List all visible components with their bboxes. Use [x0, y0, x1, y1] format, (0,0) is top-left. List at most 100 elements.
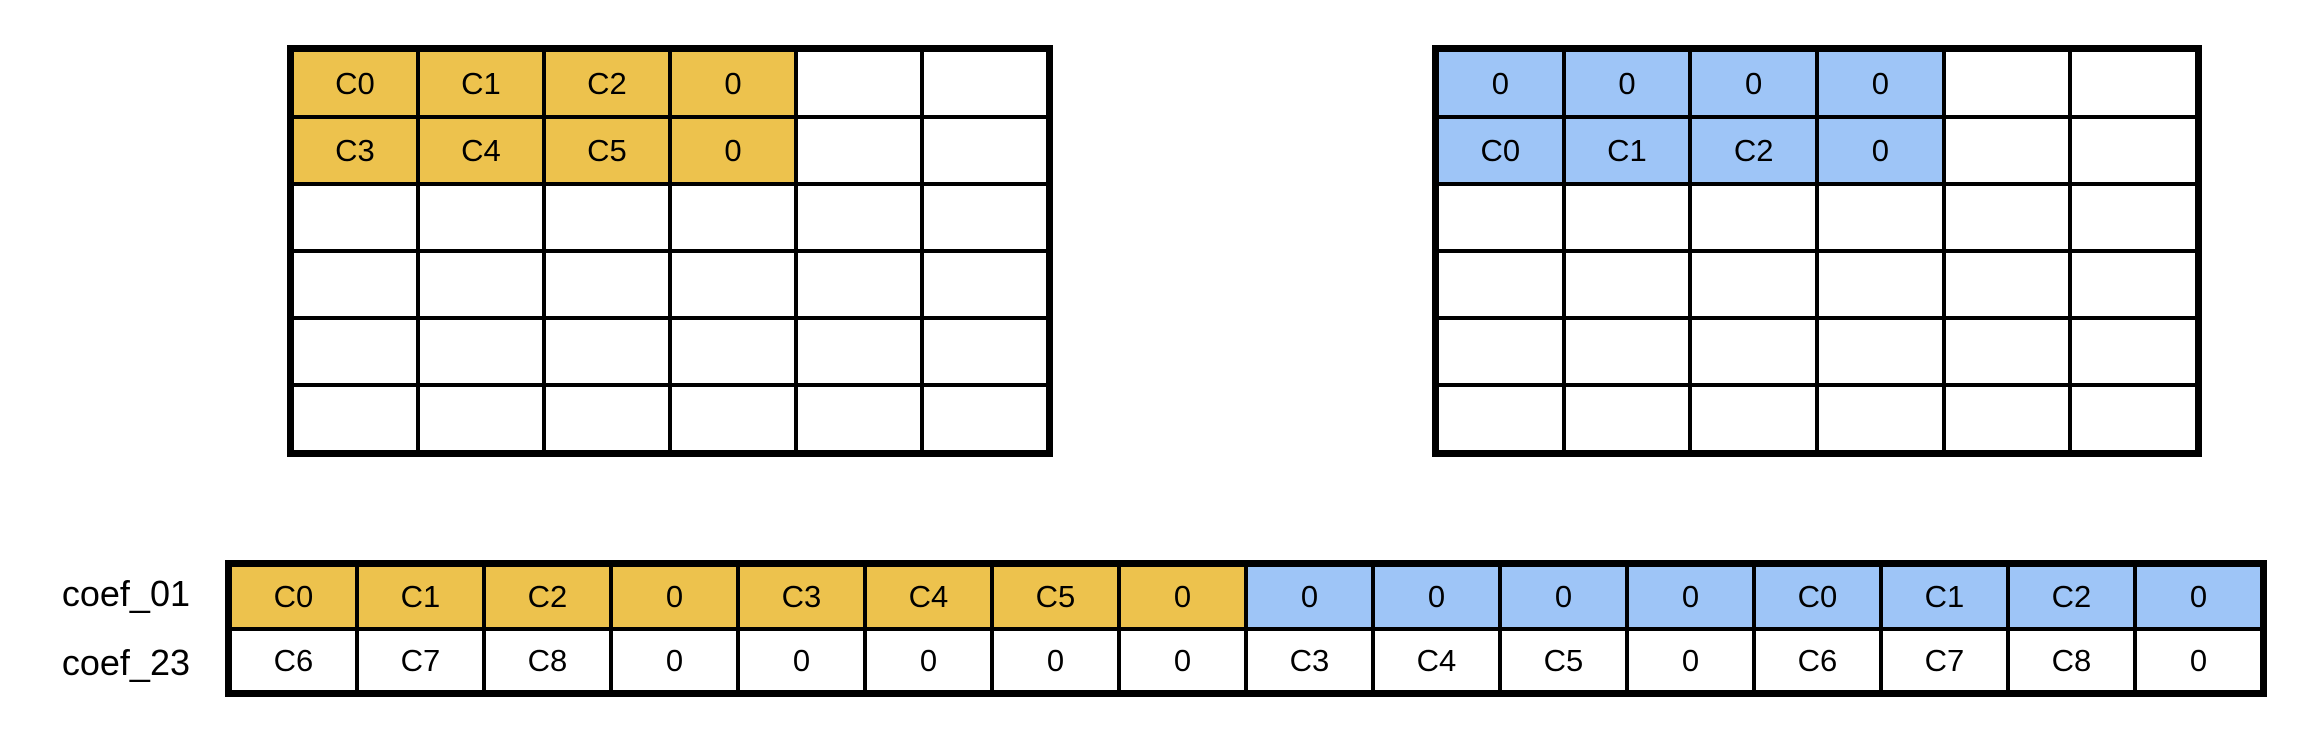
- grid-cell: [1943, 50, 2071, 117]
- grid-cell: C1: [357, 565, 484, 629]
- grid-cell: [796, 50, 922, 117]
- grid-cell: C4: [865, 565, 992, 629]
- grid-cell: [1943, 251, 2071, 318]
- grid-cell: [2070, 184, 2197, 251]
- grid-cell: [418, 251, 544, 318]
- grid-cell: [1816, 251, 1944, 318]
- grid-cell: C3: [738, 565, 865, 629]
- grid-cell: 0: [1373, 565, 1500, 629]
- grid-cell: [1437, 251, 1564, 318]
- grid-cell: C1: [418, 50, 544, 117]
- grid-cell: 0: [1119, 565, 1246, 629]
- grid-cell: 0: [1246, 565, 1373, 629]
- grid-cell: [418, 184, 544, 251]
- grid-cell: [2070, 251, 2197, 318]
- grid-cell: C1: [1881, 565, 2008, 629]
- grid-cell: 0: [1119, 628, 1246, 692]
- grid-cell: [1943, 318, 2071, 385]
- grid-cell: [2070, 318, 2197, 385]
- grid-cell: [544, 251, 670, 318]
- grid-cell: [292, 385, 418, 452]
- grid-cell: [670, 318, 796, 385]
- grid-cell: [1690, 318, 1817, 385]
- grid-cell: [544, 184, 670, 251]
- grid-cell: C0: [1754, 565, 1881, 629]
- grid-cell: 0: [1437, 50, 1564, 117]
- grid-cell: C4: [418, 117, 544, 184]
- grid-cell: [1816, 184, 1944, 251]
- grid-cell: [922, 385, 1048, 452]
- grid-cell: C8: [2008, 628, 2135, 692]
- grid-cell: [1437, 184, 1564, 251]
- grid-cell: [2070, 385, 2197, 452]
- grid-cell: [418, 385, 544, 452]
- grid-cell: C3: [292, 117, 418, 184]
- register-labels: coef_01 coef_23: [18, 560, 190, 697]
- grid-cell: C6: [1754, 628, 1881, 692]
- grid-cell: [1816, 385, 1944, 452]
- grid-cell: C2: [484, 565, 611, 629]
- grid-cell: C1: [1563, 117, 1691, 184]
- grid-cell: C8: [484, 628, 611, 692]
- grid-cell: [922, 50, 1048, 117]
- grid-cell: [1437, 385, 1564, 452]
- grid-cell: C5: [544, 117, 670, 184]
- grid-cell: 0: [1816, 117, 1944, 184]
- grid-cell: 0: [1627, 628, 1754, 692]
- grid-cell: [1690, 184, 1817, 251]
- row-label-coef-01: coef_01: [61, 573, 190, 615]
- grid-cell: [922, 318, 1048, 385]
- grid-cell: [418, 318, 544, 385]
- grid-cell: [1563, 318, 1691, 385]
- grid-cell: [670, 385, 796, 452]
- grid-cell: C4: [1373, 628, 1500, 692]
- grid-cell: C0: [292, 50, 418, 117]
- grid-cell: C5: [1500, 628, 1627, 692]
- grid-cell: 0: [670, 50, 796, 117]
- grid-cell: 0: [2135, 565, 2262, 629]
- grid-cell: [2070, 50, 2197, 117]
- grid-cell: [292, 251, 418, 318]
- grid-cell: 0: [1690, 50, 1817, 117]
- grid-cell: C7: [1881, 628, 2008, 692]
- grid-cell: 0: [611, 628, 738, 692]
- grid-cell: 0: [738, 628, 865, 692]
- grid-cell: C0: [230, 565, 357, 629]
- grid-cell: C2: [2008, 565, 2135, 629]
- grid-cell: 0: [992, 628, 1119, 692]
- grid-cell: [1943, 385, 2071, 452]
- grid-cell: [796, 184, 922, 251]
- grid-cell: 0: [1627, 565, 1754, 629]
- grid-cell: [1563, 184, 1691, 251]
- grid-cell: [1563, 385, 1691, 452]
- grid-cell: [922, 184, 1048, 251]
- grid-cell: 0: [1563, 50, 1691, 117]
- grid-cell: [796, 318, 922, 385]
- grid-cell: 0: [1500, 565, 1627, 629]
- grid-cell: 0: [1816, 50, 1944, 117]
- grid-cell: [544, 318, 670, 385]
- grid-cell: [1943, 117, 2071, 184]
- grid-cell: [1690, 251, 1817, 318]
- grid-cell: [796, 251, 922, 318]
- grid-cell: [670, 184, 796, 251]
- grid-cell: C7: [357, 628, 484, 692]
- grid-cell: [922, 117, 1048, 184]
- grid-cell: [670, 251, 796, 318]
- row-label-coef-23: coef_23: [61, 641, 190, 683]
- grid-cell: C0: [1437, 117, 1564, 184]
- grid-cell: C5: [992, 565, 1119, 629]
- grid-cell: 0: [670, 117, 796, 184]
- grid-cell: [1690, 385, 1817, 452]
- grid-cell: [1816, 318, 1944, 385]
- grid-cell: [292, 184, 418, 251]
- grid-cell: [2070, 117, 2197, 184]
- grid-cell: C6: [230, 628, 357, 692]
- grid-cell: 0: [2135, 628, 2262, 692]
- grid-cell: [544, 385, 670, 452]
- grid-cell: [1943, 184, 2071, 251]
- grid-cell: C2: [544, 50, 670, 117]
- grid-cell: [1563, 251, 1691, 318]
